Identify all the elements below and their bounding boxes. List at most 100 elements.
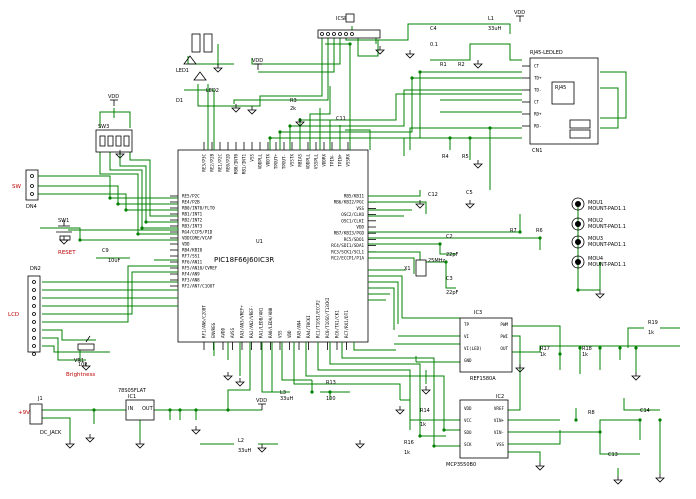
dn2-pin: [32, 328, 36, 332]
mcu-pin-label: RG4/CCP5/P1D: [182, 230, 213, 235]
mcu-pin-label: RE0/P2D: [226, 154, 231, 172]
junction-dot: [278, 130, 282, 134]
gnd-triangle: [595, 293, 605, 299]
gnd-triangle: [115, 153, 125, 159]
dc-jack[interactable]: J1 DC_JACK +9V: [18, 396, 62, 436]
junction-dot: [598, 346, 602, 350]
mcu-pin-label: RE1/P2C: [218, 154, 223, 172]
gnd-triangle: [257, 447, 267, 453]
gnd-triangle: [655, 477, 665, 483]
ic2-pin-label: VCC: [464, 418, 472, 423]
svg-text:1k: 1k: [648, 330, 654, 336]
gnd-triangle: [375, 49, 385, 55]
gnd-triangle: [355, 443, 365, 449]
led-group[interactable]: LED1 LED2 D1: [176, 33, 219, 104]
mcu-pin-label: RB4/KBI0: [182, 248, 203, 253]
junction-dot: [348, 42, 352, 46]
junction-dot: [574, 418, 578, 422]
gnd-triangle: [395, 409, 405, 415]
m4-label: MOU4: [588, 256, 603, 262]
mcu-pin-label: RC7/RX1/DT1: [344, 310, 349, 338]
svg-text:R7: R7: [510, 228, 517, 234]
junction-dot: [178, 408, 182, 412]
svg-text:L3: L3: [280, 390, 286, 396]
svg-text:C2: C2: [446, 234, 453, 240]
mcu-pin-label: RF3/AN8: [182, 278, 200, 283]
mcu-pin-label: RA4/T0CKI: [306, 315, 311, 338]
junction-dot: [538, 236, 542, 240]
mcu-pin-label: OSC1/CLKI: [341, 218, 364, 223]
svg-text:C14: C14: [640, 408, 650, 414]
mcu-pin-label: RB6/KBI2/PGC: [334, 200, 365, 205]
mcu-pin-label: VSS: [250, 154, 255, 162]
mcu-pin-label: RB0/INT0: [234, 154, 239, 175]
svg-text:C3: C3: [446, 276, 453, 282]
mcu-pin-label: RB2/INT2: [182, 218, 203, 223]
j1-label: J1: [37, 396, 43, 402]
mcu-name: PIC18F66J60IC3R: [214, 256, 274, 264]
dn2-pin: [32, 352, 36, 356]
svg-text:R3: R3: [290, 98, 297, 104]
led2-label: LED2: [206, 88, 219, 94]
dn4-connector[interactable]: SW DN4: [12, 169, 39, 210]
dn2-pin: [32, 280, 36, 284]
svg-text:1k: 1k: [404, 450, 410, 456]
rj45-pin-label: CT: [534, 100, 540, 105]
dip-switch[interactable]: SW3: [95, 124, 133, 153]
svg-text:R2: R2: [458, 62, 465, 68]
vr1-value: 10k: [78, 362, 87, 368]
mcu-pin-label: RB7/KBI3/PGD: [334, 231, 365, 236]
ic2-adc[interactable]: IC2 MCP3550B0 VDDVCCSDOSCKVREFVIN+VIN-VS…: [446, 394, 509, 468]
rj45-pin-label: RD-: [534, 124, 542, 129]
junction-dot: [638, 418, 642, 422]
mcu-pin-label: VDD: [182, 242, 190, 247]
dn2-pin: [32, 320, 36, 324]
rj45-pin-label: CT: [534, 64, 540, 69]
junctions: [78, 42, 662, 448]
ic1-regulator[interactable]: IC1 78S05FLAT IN OUT: [118, 388, 155, 421]
icsp-pin: [326, 32, 330, 36]
mcu-pin-label: RC1/T1OSI/ECCP2: [316, 300, 321, 338]
junction-dot: [598, 430, 602, 434]
mcu-pins-right: RB5/KBI1RB6/KBI2/PGCVSSOSC2/CLKOOSC1/CLK…: [331, 194, 376, 261]
mcu-u1[interactable]: PIC18F66J60IC3R U1 RE5/P2CRE4/P2BRB0/INT…: [170, 142, 376, 350]
junction-dot: [418, 434, 422, 438]
rj45-pin-label: RD+: [534, 112, 542, 117]
ic3-pin-label: PWM: [500, 322, 508, 327]
gnd-triangle: [415, 203, 425, 209]
d1-label: D1: [176, 98, 183, 104]
dn2-connector[interactable]: LCD DN2: [8, 266, 41, 356]
mcu-pin-label: VSSRX: [346, 154, 351, 167]
ic2-pin-label: VDD: [464, 406, 472, 411]
reset-button[interactable]: SW1 RESET: [56, 218, 76, 256]
ic3-label: IC3: [474, 310, 482, 316]
ic3-chip: REF1580A: [470, 376, 496, 382]
dn4-label: DN4: [26, 204, 37, 210]
mcu-pin-label: TPOUT-: [282, 154, 287, 169]
mcu-pins-left: RE5/P2CRE4/P2BRB0/INT0/FLT0RB1/INT1RB2/I…: [170, 194, 218, 289]
junction-dot: [438, 242, 442, 246]
gnd-triangle: [213, 67, 223, 73]
reg-in: IN: [128, 406, 133, 412]
mcu-pin-label: RF5/AN10/CVREF: [182, 266, 218, 271]
x1-label: X1: [404, 266, 411, 272]
mcu-pin-label: VDDPLL: [258, 154, 263, 170]
vdd-label: VDD: [252, 58, 263, 64]
crystal-x1[interactable]: X1 25MHz: [404, 258, 445, 277]
ic2-pin-label: SCK: [464, 442, 472, 447]
gnd-triangle: [247, 109, 257, 115]
junction-dot: [658, 418, 662, 422]
mcu-pin-label: RA0/LEDA/AN0: [268, 307, 273, 338]
svg-text:100: 100: [326, 396, 336, 402]
brightness-pot-vr1[interactable]: VR1 10k Brightness: [66, 335, 95, 378]
junction-dot: [488, 126, 492, 130]
vdd-label: VDD: [514, 10, 525, 16]
icsp-header[interactable]: ICSP: [317, 13, 381, 39]
gnd-triangle: [613, 479, 623, 485]
mount4-label: MOUNT-PAD1.1: [588, 262, 626, 268]
mcu-pin-label: VDDRX: [322, 154, 327, 167]
junction-dot: [288, 124, 292, 128]
